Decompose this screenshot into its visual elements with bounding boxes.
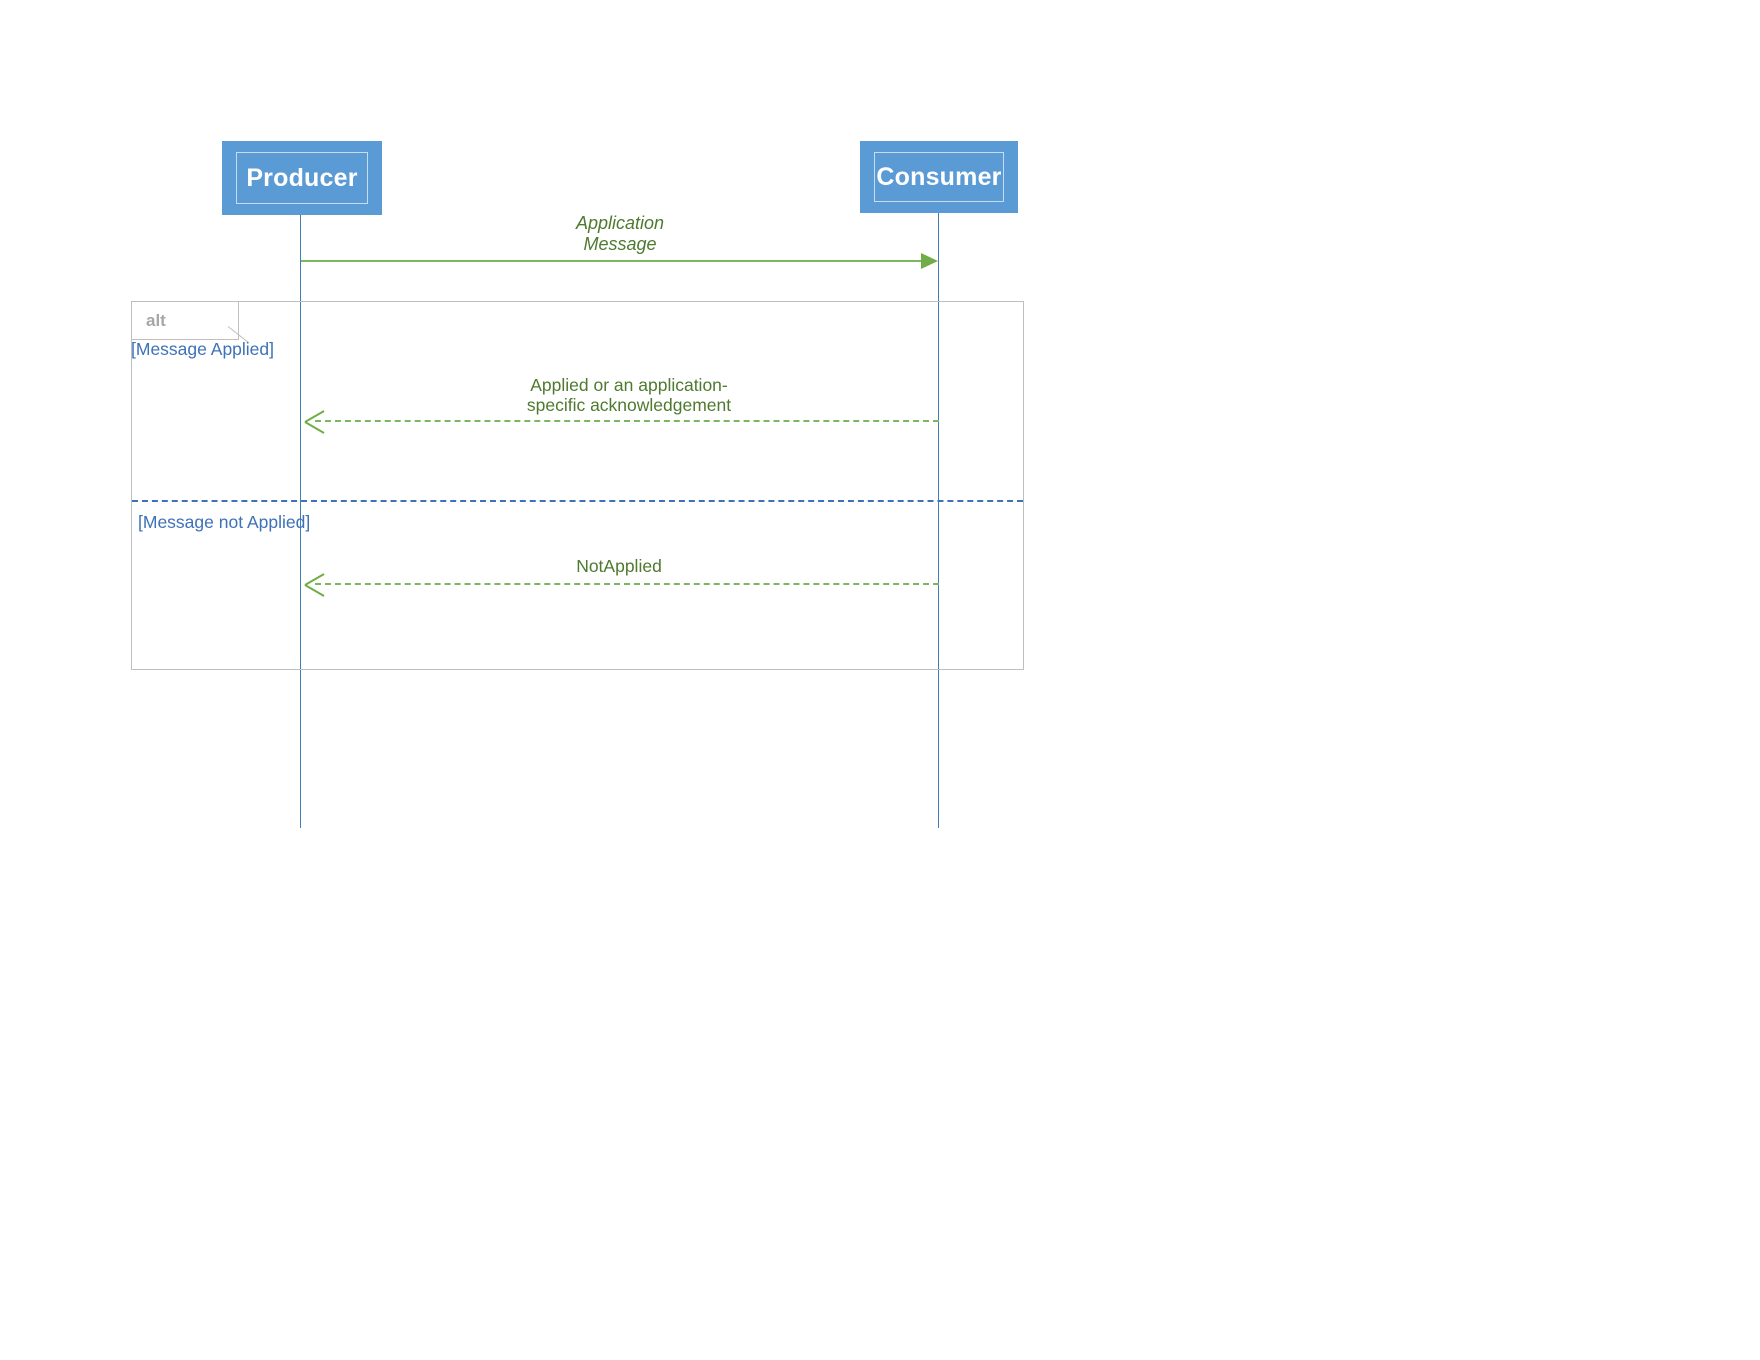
lifeline-producer — [300, 215, 301, 828]
message-arrowhead-applied-ack — [305, 410, 327, 432]
message-arrowhead-application-message — [921, 253, 938, 269]
participant-consumer[interactable]: Consumer — [860, 141, 1018, 213]
guard-message-applied: [Message Applied] — [131, 339, 275, 359]
message-line-not-applied — [315, 583, 939, 585]
guard-message-not-applied: [Message not Applied] — [138, 512, 311, 532]
participant-producer-label: Producer — [246, 163, 358, 192]
fragment-operator-label: alt — [146, 311, 166, 330]
message-label-application-message: Application Message — [575, 213, 665, 254]
combined-fragment-alt — [131, 301, 1024, 670]
lifeline-consumer — [938, 213, 939, 828]
message-label-applied-ack: Applied or an application- specific ackn… — [526, 375, 732, 416]
participant-consumer-label: Consumer — [876, 162, 1002, 191]
message-arrowhead-not-applied — [305, 573, 327, 595]
message-line-applied-ack — [315, 420, 939, 422]
fragment-operand-divider — [132, 500, 1023, 502]
participant-inner-frame — [236, 152, 368, 204]
message-label-not-applied: NotApplied — [576, 556, 662, 576]
participant-inner-frame — [874, 152, 1004, 202]
message-line-application-message — [301, 260, 923, 262]
fragment-operator-tab — [131, 301, 239, 340]
participant-producer[interactable]: Producer — [222, 141, 382, 215]
